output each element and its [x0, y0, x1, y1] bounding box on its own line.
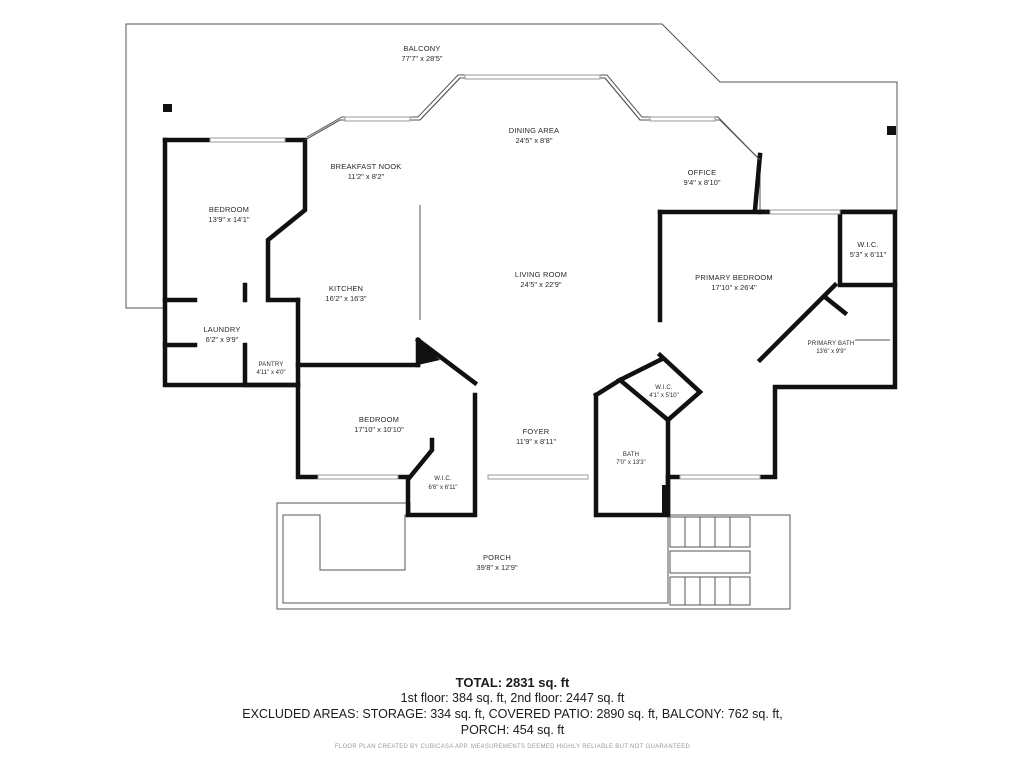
room-label-office: OFFICE: [688, 168, 717, 177]
room-dims-laundry: 6'2" x 9'9": [206, 335, 239, 344]
column-left: [163, 104, 172, 112]
room-label-foyer: FOYER: [523, 427, 550, 436]
room-label-porch: PORCH: [483, 553, 511, 562]
room-label-bedroom-2: BEDROOM: [359, 415, 399, 424]
room-dims-bedroom-2: 17'10" x 10'10": [354, 425, 404, 434]
room-label-kitchen: KITCHEN: [329, 284, 363, 293]
room-label-balcony: BALCONY: [403, 44, 440, 53]
room-label-wic-primary: W.I.C.: [857, 240, 879, 249]
stair-block: [418, 340, 440, 365]
porch-area: PORCH: 454 sq. ft: [460, 723, 565, 737]
room-dims-bath: 7'0" x 13'3": [616, 460, 646, 466]
total-area: TOTAL: 2831 sq. ft: [455, 675, 570, 690]
room-dims-living-room: 24'5" x 22'9": [520, 280, 561, 289]
porch-outline: [276, 502, 791, 610]
room-label-dining-area: DINING AREA: [509, 126, 560, 135]
room-dims-foyer: 11'9" x 8'11": [516, 437, 556, 446]
room-dims-pantry: 4'11" x 4'0": [256, 370, 285, 376]
room-dims-primary-bath: 13'6" x 9'9": [816, 349, 846, 355]
column-bath: [662, 485, 670, 513]
balcony-outline: [125, 23, 898, 309]
room-label-living-room: LIVING ROOM: [515, 270, 567, 279]
room-label-pantry: PANTRY: [259, 362, 284, 368]
room-label-breakfast-nook: BREAKFAST NOOK: [330, 162, 401, 171]
room-label-bath: BATH: [623, 452, 639, 458]
column-right: [887, 126, 896, 135]
room-dims-wic-hall: 4'1" x 5'10": [649, 393, 679, 399]
room-label-bedroom-1: BEDROOM: [209, 205, 249, 214]
room-dims-kitchen: 16'2" x 16'3": [325, 294, 366, 303]
room-label-wic-hall: W.I.C.: [655, 385, 673, 391]
room-dims-bedroom-1: 13'9" x 14'1": [208, 215, 249, 224]
room-dims-porch: 39'8" x 12'9": [476, 563, 517, 572]
room-label-primary-bath: PRIMARY BATH: [808, 341, 855, 347]
floor-areas: 1st floor: 384 sq. ft, 2nd floor: 2447 s…: [400, 691, 625, 705]
exterior-walls: [162, 137, 898, 518]
room-dims-primary-bedroom: 17'10" x 26'4": [711, 283, 757, 292]
credit-line: FLOOR PLAN CREATED BY CUBICASA APP. MEAS…: [334, 744, 691, 750]
room-label-laundry: LAUNDRY: [203, 325, 240, 334]
room-dims-wic-bedroom-2: 6'6" x 6'11": [428, 485, 457, 491]
room-dims-breakfast-nook: 11'2" x 8'2": [348, 172, 385, 181]
stairs: [669, 516, 751, 606]
room-dims-office: 9'4" x 8'10": [684, 178, 721, 187]
excluded-areas: EXCLUDED AREAS: STORAGE: 334 sq. ft, COV…: [242, 707, 783, 721]
room-label-primary-bedroom: PRIMARY BEDROOM: [695, 273, 773, 282]
room-dims-wic-primary: 5'3" x 6'11": [850, 250, 887, 259]
room-dims-balcony: 77'7" x 28'5": [401, 54, 442, 63]
room-label-wic-bedroom-2: W.I.C.: [434, 476, 452, 482]
room-dims-dining-area: 24'5" x 8'8": [516, 136, 553, 145]
bay-windows: [209, 74, 841, 480]
